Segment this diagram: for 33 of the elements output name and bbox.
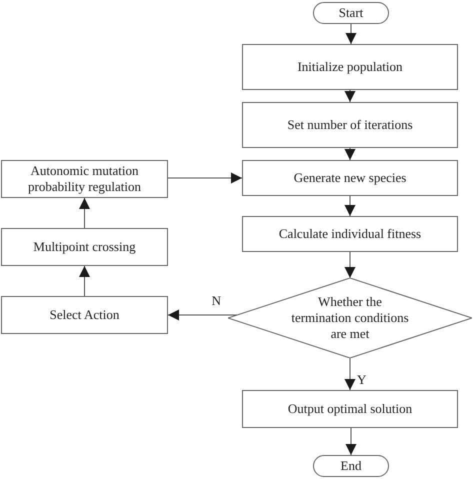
decision-diamond bbox=[228, 278, 472, 358]
node-text: Whether the termination conditions are met bbox=[290, 294, 410, 342]
arrow bbox=[344, 358, 356, 390]
arrow bbox=[168, 172, 242, 184]
arrow bbox=[79, 198, 90, 228]
process-box bbox=[242, 102, 458, 148]
node-text: Output optimal solution bbox=[288, 401, 412, 417]
process-box bbox=[242, 216, 458, 252]
arrow bbox=[168, 310, 238, 320]
arrow bbox=[344, 148, 356, 160]
node-text: Multipoint crossing bbox=[33, 239, 136, 255]
terminal-shape bbox=[313, 2, 389, 24]
node-text: Generate new species bbox=[294, 170, 406, 186]
process-box bbox=[1, 228, 168, 266]
node-text: Calculate individual fitness bbox=[278, 226, 422, 242]
process-box bbox=[242, 44, 458, 90]
arrow bbox=[344, 196, 356, 216]
arrow bbox=[344, 90, 356, 102]
node-text: Select Action bbox=[50, 307, 120, 323]
arrow bbox=[79, 266, 90, 296]
process-box bbox=[242, 160, 458, 196]
process-box bbox=[242, 390, 458, 428]
node-text: End bbox=[340, 458, 362, 474]
node-text: Start bbox=[338, 5, 364, 21]
node-text: Autonomic mutation probability regulation bbox=[26, 163, 142, 195]
terminal-shape bbox=[313, 455, 389, 477]
arrow bbox=[346, 24, 356, 44]
process-box bbox=[1, 296, 168, 334]
arrow bbox=[346, 428, 356, 456]
node-text: Set number of iterations bbox=[287, 117, 413, 133]
process-box bbox=[1, 160, 168, 198]
arrow bbox=[344, 252, 356, 278]
node-text: Initialize population bbox=[297, 59, 403, 75]
